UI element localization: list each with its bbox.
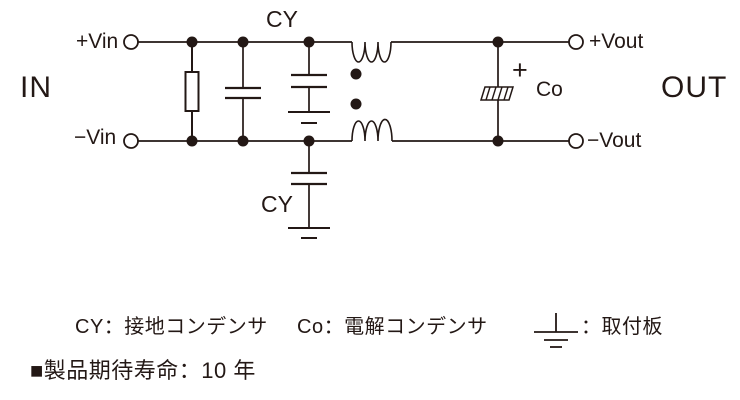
chassis-ground-icon	[288, 227, 330, 239]
out-section-label: OUT	[661, 71, 728, 104]
vout-minus-terminal	[568, 133, 584, 149]
vin-plus-terminal	[123, 34, 139, 50]
input-resistor	[184, 42, 200, 141]
co-electrolytic-capacitor	[479, 42, 515, 141]
input-capacitor	[225, 42, 261, 141]
cy-top-label: CY	[266, 6, 298, 32]
product-lifetime-note: ■製品期待寿命：10 年	[30, 358, 256, 383]
co-polarity-sign: +	[512, 55, 528, 85]
legend-ground-entry: ：取付板	[581, 316, 663, 338]
cy-capacitor-bottom	[291, 141, 327, 228]
choke-winding-bottom	[351, 118, 393, 142]
mounting-plate-ground-icon	[534, 313, 578, 348]
output-terminals	[568, 34, 584, 149]
vin-plus-label: +Vin	[76, 30, 119, 53]
vout-plus-label: +Vout	[589, 30, 644, 53]
choke-polarity-dots	[350, 68, 362, 110]
junction-dots	[186, 36, 504, 147]
vin-minus-label: −Vin	[74, 126, 117, 149]
vout-plus-terminal	[568, 34, 584, 50]
cy-bottom-label: CY	[261, 191, 293, 217]
co-label: Co	[536, 78, 563, 101]
choke-winding-top	[351, 41, 392, 63]
legend-cy-entry: CY：接地コンデンサ	[75, 316, 268, 338]
cy-capacitor-top	[291, 42, 327, 112]
chassis-ground-icon	[288, 111, 330, 124]
vin-minus-terminal	[123, 133, 139, 149]
circuit-diagram	[123, 34, 584, 239]
vout-minus-label: −Vout	[587, 129, 642, 152]
in-section-label: IN	[20, 71, 52, 104]
input-terminals	[123, 34, 139, 149]
legend-co-entry: Co：電解コンデンサ	[297, 316, 488, 338]
